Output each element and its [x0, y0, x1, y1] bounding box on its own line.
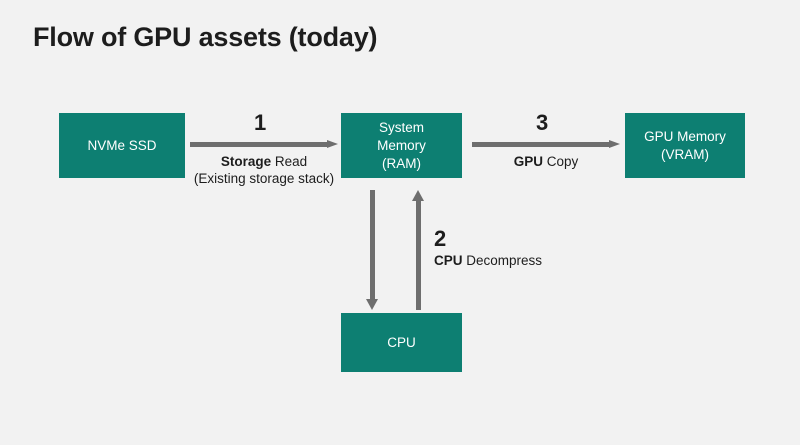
arrow-head: [609, 140, 620, 148]
arrow-down-to-cpu-icon: [366, 190, 379, 310]
step-2-caption: CPU Decompress: [434, 252, 542, 269]
node-nvme-ssd-label: NVMe SSD: [87, 137, 157, 153]
arrow-up-to-system-memory-icon: [412, 190, 425, 310]
step-3-emphasis: GPU: [513, 154, 543, 169]
arrow-head: [327, 140, 338, 148]
node-system-memory-label-line2: Memory: [377, 137, 426, 153]
step-number-3: 3: [536, 110, 549, 135]
step-number-1: 1: [254, 110, 267, 135]
node-nvme-ssd: NVMe SSD: [59, 113, 185, 178]
node-cpu-label: CPU: [387, 334, 416, 350]
step-1-emphasis: Storage: [220, 154, 272, 169]
node-cpu: CPU: [341, 313, 462, 372]
arrow-shaft: [472, 142, 609, 147]
node-gpu-memory-label-line1: GPU Memory: [644, 128, 726, 144]
arrow-head: [412, 190, 424, 201]
node-system-memory: System Memory (RAM): [341, 113, 462, 178]
arrow-right-gpu-copy-icon: [472, 140, 620, 149]
step-2-emphasis: CPU: [434, 253, 463, 268]
node-system-memory-label-line1: System: [378, 119, 424, 135]
step-1-caption: Storage Read (Existing storage stack): [190, 153, 338, 187]
step-3-caption: GPU Copy: [472, 153, 620, 170]
step-3-rest: Copy: [542, 154, 579, 169]
step-number-2: 2: [434, 226, 447, 251]
node-gpu-memory-label-line2: (VRAM): [660, 146, 709, 162]
page-title: Flow of GPU assets (today): [33, 22, 378, 52]
step-1-rest: Read: [271, 154, 308, 169]
node-gpu-memory: GPU Memory (VRAM): [625, 113, 745, 178]
step-1-subcaption: (Existing storage stack): [193, 171, 335, 186]
arrow-head: [366, 299, 378, 310]
arrow-shaft: [190, 142, 327, 147]
node-system-memory-label-line3: (RAM): [381, 155, 421, 171]
step-2-rest: Decompress: [462, 253, 543, 268]
arrow-right-storage-read-icon: [190, 140, 338, 149]
arrow-shaft: [370, 190, 375, 299]
arrow-shaft: [416, 201, 421, 310]
